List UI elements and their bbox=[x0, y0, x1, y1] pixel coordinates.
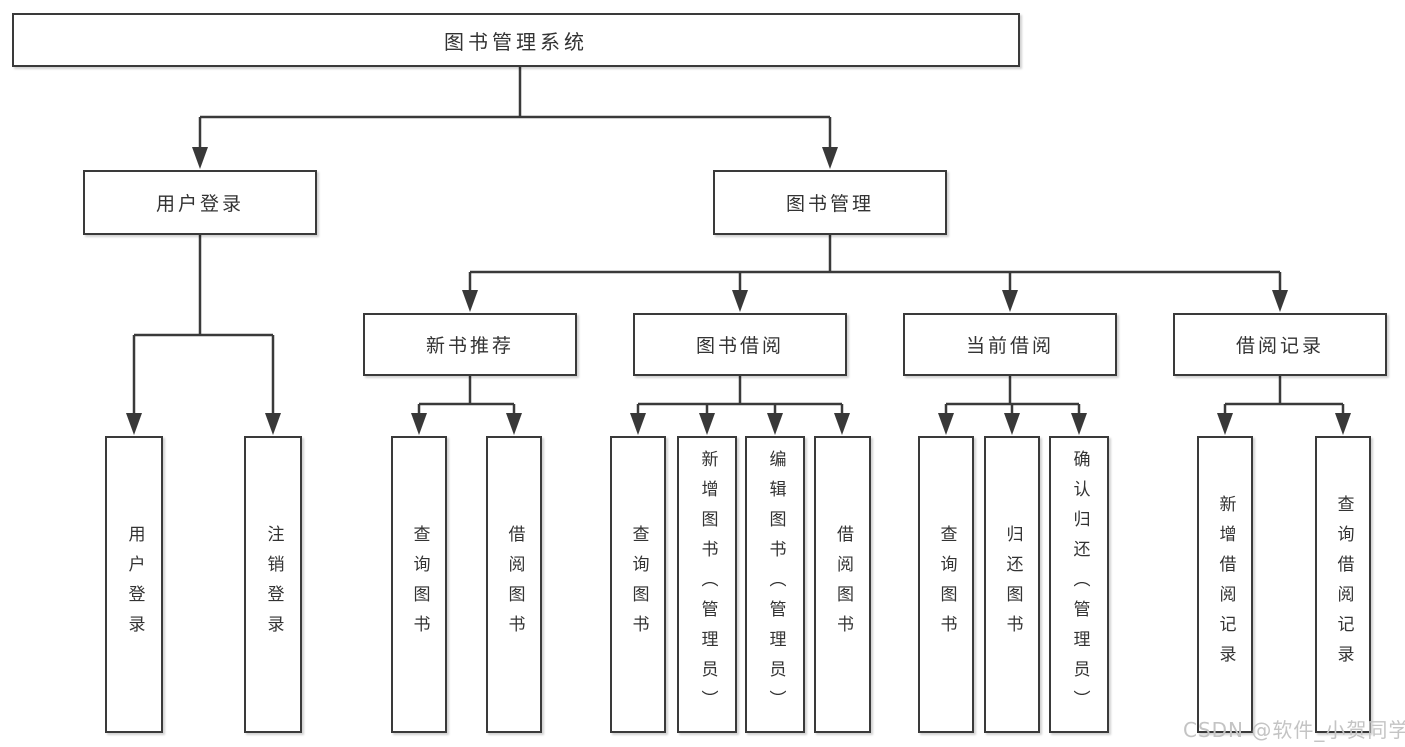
leaf-br-query-record: 查询借阅记录 bbox=[1315, 436, 1371, 733]
node-current-borrow: 当前借阅 bbox=[903, 313, 1117, 376]
arrowhead-icon bbox=[1272, 290, 1288, 312]
leaf-bb-add-book-admin: 新增图书（管理员） bbox=[677, 436, 737, 733]
node-book-management: 图书管理 bbox=[713, 170, 947, 235]
arrowhead-icon bbox=[265, 413, 281, 435]
node-user-login: 用户登录 bbox=[83, 170, 317, 235]
leaf-cb-confirm-return-admin: 确认归还（管理员） bbox=[1049, 436, 1109, 733]
watermark: CSDN @软件_小贺同学 bbox=[1183, 718, 1405, 742]
leaf-bb-add-book-admin-label: 新增图书（管理员） bbox=[697, 449, 718, 720]
node-new-book-recommend-label: 新书推荐 bbox=[425, 335, 514, 357]
arrowhead-icon bbox=[1217, 413, 1233, 435]
leaf-user-login-label: 用户登录 bbox=[124, 524, 145, 645]
arrowhead-icon bbox=[767, 413, 783, 435]
leaf-user-login: 用户登录 bbox=[105, 436, 163, 733]
leaf-bb-edit-book-admin-label: 编辑图书（管理员） bbox=[765, 449, 786, 720]
leaf-cb-confirm-return-admin-label: 确认归还（管理员） bbox=[1069, 449, 1090, 720]
leaf-nb-borrow-book: 借阅图书 bbox=[486, 436, 542, 733]
arrowhead-icon bbox=[1071, 413, 1087, 435]
leaf-cb-query-book: 查询图书 bbox=[918, 436, 974, 733]
node-user-login-label: 用户登录 bbox=[155, 193, 244, 215]
node-root-label: 图书管理系统 bbox=[444, 29, 588, 54]
node-borrow-records-label: 借阅记录 bbox=[1235, 335, 1324, 357]
arrowhead-icon bbox=[834, 413, 850, 435]
leaf-cb-return-book: 归还图书 bbox=[984, 436, 1040, 733]
leaf-cb-query-book-label: 查询图书 bbox=[936, 524, 957, 645]
node-new-book-recommend: 新书推荐 bbox=[363, 313, 577, 376]
leaf-br-query-record-label: 查询借阅记录 bbox=[1333, 494, 1354, 675]
node-book-borrow: 图书借阅 bbox=[633, 313, 847, 376]
arrowhead-icon bbox=[192, 147, 208, 169]
leaf-nb-query-book: 查询图书 bbox=[391, 436, 447, 733]
arrowhead-icon bbox=[822, 147, 838, 169]
arrowhead-icon bbox=[506, 413, 522, 435]
node-borrow-records: 借阅记录 bbox=[1173, 313, 1387, 376]
arrowhead-icon bbox=[1335, 413, 1351, 435]
leaf-nb-query-book-label: 查询图书 bbox=[409, 524, 430, 645]
arrowhead-icon bbox=[1004, 413, 1020, 435]
node-book-management-label: 图书管理 bbox=[785, 193, 874, 215]
arrowhead-icon bbox=[411, 413, 427, 435]
node-root: 图书管理系统 bbox=[12, 13, 1020, 67]
leaf-nb-borrow-book-label: 借阅图书 bbox=[504, 524, 525, 645]
node-current-borrow-label: 当前借阅 bbox=[965, 335, 1054, 357]
leaf-bb-borrow-book-label: 借阅图书 bbox=[833, 524, 853, 645]
leaf-logout: 注销登录 bbox=[244, 436, 302, 733]
leaf-bb-edit-book-admin: 编辑图书（管理员） bbox=[745, 436, 805, 733]
leaf-bb-query-book: 查询图书 bbox=[610, 436, 666, 733]
leaf-br-add-record: 新增借阅记录 bbox=[1197, 436, 1253, 733]
leaf-cb-return-book-label: 归还图书 bbox=[1002, 524, 1023, 645]
arrowhead-icon bbox=[732, 290, 748, 312]
leaf-bb-borrow-book: 借阅图书 bbox=[814, 436, 871, 733]
arrowhead-icon bbox=[630, 413, 646, 435]
connector-path bbox=[132, 67, 1345, 418]
leaf-logout-label: 注销登录 bbox=[263, 524, 284, 645]
leaf-br-add-record-label: 新增借阅记录 bbox=[1215, 494, 1236, 675]
arrowhead-icon bbox=[1002, 290, 1018, 312]
arrowhead-icon bbox=[462, 290, 478, 312]
arrowhead-icon bbox=[938, 413, 954, 435]
arrowhead-icon bbox=[126, 413, 142, 435]
node-book-borrow-label: 图书借阅 bbox=[695, 335, 784, 357]
arrowhead-icon bbox=[699, 413, 715, 435]
leaf-bb-query-book-label: 查询图书 bbox=[628, 524, 649, 645]
